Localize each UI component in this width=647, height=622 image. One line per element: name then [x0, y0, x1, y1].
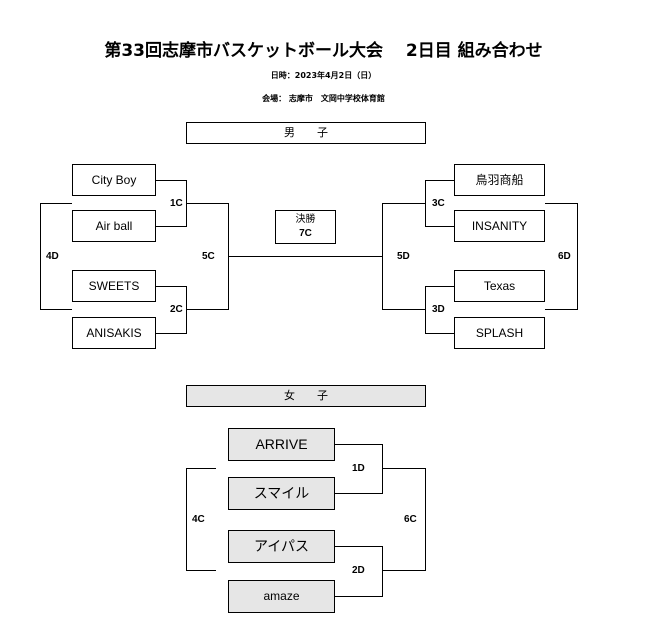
team-smile: スマイル	[228, 477, 335, 510]
bracket-line	[382, 309, 425, 310]
team-amaze: amaze	[228, 580, 335, 613]
final-label: 決勝	[295, 214, 316, 225]
tournament-title: 第33回志摩市バスケットボール大会 2日目 組み合わせ	[104, 41, 543, 61]
game-label: 4C	[192, 514, 205, 525]
game-label: 1C	[170, 198, 183, 209]
bracket-line	[156, 333, 186, 334]
game-label: 3D	[432, 304, 445, 315]
bracket-line	[577, 203, 578, 310]
team-aipasu: アイパス	[228, 530, 335, 563]
bracket-line	[383, 468, 426, 469]
bracket-line	[40, 309, 72, 310]
game-label: 5C	[202, 251, 215, 262]
date-line: 日時：2023年4月2日（日）	[270, 71, 377, 80]
bracket-line	[425, 286, 426, 334]
venue-line: 会場： 志摩市 文岡中学校体育館	[262, 94, 385, 103]
bracket-line	[382, 203, 383, 310]
bracket-line	[335, 493, 383, 494]
bracket-line	[228, 256, 382, 257]
men-section-header: 男 子	[186, 122, 426, 144]
team-air-ball: Air ball	[72, 210, 156, 242]
final-match-box: 決勝 7C	[275, 210, 336, 244]
bracket-line	[425, 180, 454, 181]
bracket-line	[40, 203, 72, 204]
bracket-line	[425, 180, 426, 227]
game-label: 1D	[352, 463, 365, 474]
game-label: 2D	[352, 565, 365, 576]
game-label: 2C	[170, 304, 183, 315]
bracket-line	[156, 180, 186, 181]
bracket-line	[383, 570, 426, 571]
women-section-header: 女 子	[186, 385, 426, 407]
bracket-line	[425, 226, 454, 227]
team-splash: SPLASH	[454, 317, 545, 349]
bracket-line	[40, 203, 41, 310]
bracket-line	[425, 286, 454, 287]
bracket-line	[335, 444, 383, 445]
bracket-line	[186, 468, 187, 571]
bracket-line	[545, 309, 577, 310]
bracket-line	[186, 309, 228, 310]
game-label: 3C	[432, 198, 445, 209]
team-insanity: INSANITY	[454, 210, 545, 242]
team-city-boy: City Boy	[72, 164, 156, 196]
bracket-line	[156, 226, 186, 227]
bracket-line	[545, 203, 577, 204]
bracket-line	[335, 546, 383, 547]
game-label: 6D	[558, 251, 571, 262]
bracket-line	[186, 203, 228, 204]
bracket-line	[186, 570, 216, 571]
bracket-line	[425, 333, 454, 334]
game-label: 5D	[397, 251, 410, 262]
bracket-line	[335, 596, 383, 597]
game-label: 6C	[404, 514, 417, 525]
team-toba-shosen: 鳥羽商船	[454, 164, 545, 196]
final-code: 7C	[299, 228, 312, 239]
bracket-line	[186, 286, 187, 334]
bracket-line	[156, 286, 186, 287]
bracket-line	[425, 468, 426, 571]
team-anisakis: ANISAKIS	[72, 317, 156, 349]
team-texas: Texas	[454, 270, 545, 302]
bracket-line	[382, 203, 425, 204]
team-sweets: SWEETS	[72, 270, 156, 302]
team-arrive: ARRIVE	[228, 428, 335, 461]
bracket-line	[382, 444, 383, 494]
bracket-line	[382, 546, 383, 597]
game-label: 4D	[46, 251, 59, 262]
bracket-line	[186, 468, 216, 469]
